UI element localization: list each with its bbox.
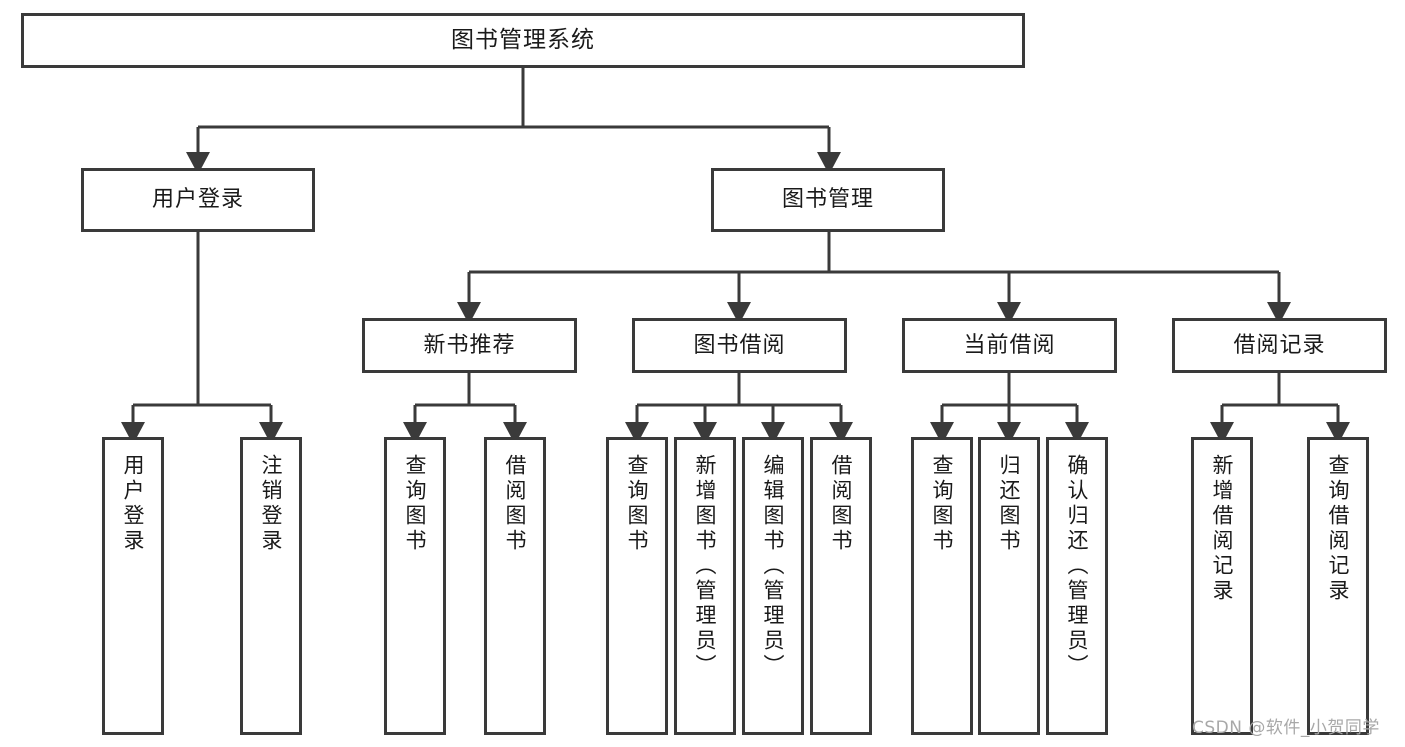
node-borrow-record[interactable]: 借阅记录 <box>1172 318 1387 373</box>
node-leaf-rec-borrow[interactable]: 借阅图书 <box>484 437 546 735</box>
node-current-borrow-label: 当前借阅 <box>963 332 1056 358</box>
node-leaf-rec-query-label: 查询图书 <box>403 454 428 554</box>
node-leaf-user-login-label: 用户登录 <box>121 454 146 554</box>
node-leaf-rec-query2-label: 查询借阅记录 <box>1326 454 1351 604</box>
node-leaf-rec-query2[interactable]: 查询借阅记录 <box>1307 437 1369 735</box>
node-current-borrow[interactable]: 当前借阅 <box>902 318 1117 373</box>
node-borrow-record-label: 借阅记录 <box>1233 332 1326 358</box>
node-leaf-user-logout-label: 注销登录 <box>259 454 284 554</box>
node-leaf-rec-query[interactable]: 查询图书 <box>384 437 446 735</box>
node-leaf-borrow-query[interactable]: 查询图书 <box>606 437 668 735</box>
node-leaf-user-login[interactable]: 用户登录 <box>102 437 164 735</box>
node-new-book-rec-label: 新书推荐 <box>423 332 516 358</box>
node-book-borrow-label: 图书借阅 <box>693 332 786 358</box>
node-new-book-rec[interactable]: 新书推荐 <box>362 318 577 373</box>
node-user-login-label: 用户登录 <box>151 187 244 213</box>
node-leaf-user-logout[interactable]: 注销登录 <box>240 437 302 735</box>
node-leaf-cur-return-label: 归还图书 <box>997 454 1022 554</box>
node-leaf-rec-borrow-label: 借阅图书 <box>503 454 528 554</box>
node-book-mgmt[interactable]: 图书管理 <box>711 168 945 232</box>
node-leaf-cur-return[interactable]: 归还图书 <box>978 437 1040 735</box>
watermark-text: CSDN @软件_小贺同学 <box>1192 718 1380 738</box>
node-leaf-borrow-add-label: 新增图书（管理员） <box>693 454 718 679</box>
node-leaf-borrow-add[interactable]: 新增图书（管理员） <box>674 437 736 735</box>
node-leaf-borrow-lend[interactable]: 借阅图书 <box>810 437 872 735</box>
node-leaf-cur-confirm-label: 确认归还（管理员） <box>1065 454 1090 679</box>
node-user-login[interactable]: 用户登录 <box>81 168 315 232</box>
node-leaf-borrow-edit-label: 编辑图书（管理员） <box>761 454 786 679</box>
node-book-borrow[interactable]: 图书借阅 <box>632 318 847 373</box>
node-leaf-borrow-edit[interactable]: 编辑图书（管理员） <box>742 437 804 735</box>
node-leaf-borrow-lend-label: 借阅图书 <box>829 454 854 554</box>
node-book-mgmt-label: 图书管理 <box>781 187 874 213</box>
node-root-label: 图书管理系统 <box>451 26 595 53</box>
node-leaf-rec-add-label: 新增借阅记录 <box>1210 454 1235 604</box>
node-leaf-cur-query[interactable]: 查询图书 <box>911 437 973 735</box>
node-leaf-cur-confirm[interactable]: 确认归还（管理员） <box>1046 437 1108 735</box>
node-leaf-borrow-query-label: 查询图书 <box>625 454 650 554</box>
node-leaf-rec-add[interactable]: 新增借阅记录 <box>1191 437 1253 735</box>
node-root[interactable]: 图书管理系统 <box>21 13 1025 68</box>
node-leaf-cur-query-label: 查询图书 <box>930 454 955 554</box>
